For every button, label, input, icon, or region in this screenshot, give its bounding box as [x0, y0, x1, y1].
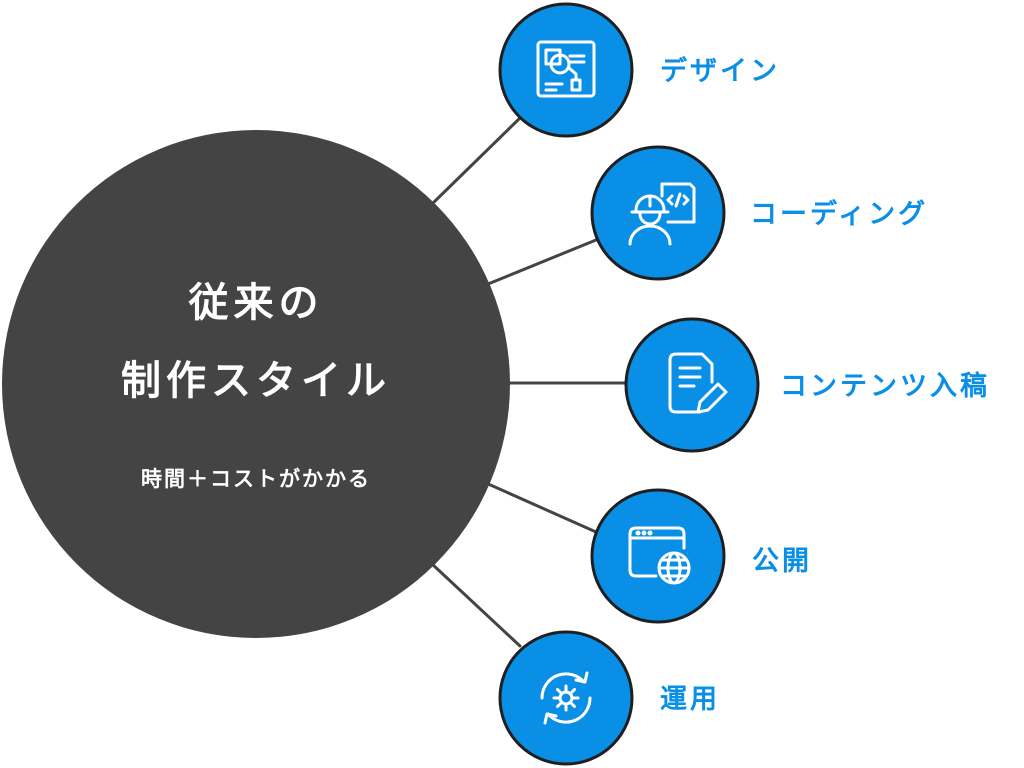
step-coding: コーディング	[590, 145, 928, 281]
maintenance-cycle-icon	[540, 671, 592, 725]
step-publish-label: 公開	[752, 546, 812, 577]
step-design: デザイン	[498, 2, 780, 138]
connector-lines	[430, 116, 630, 648]
browser-globe-icon	[628, 526, 691, 585]
step-coding-label: コーディング	[750, 198, 928, 230]
step-publish: 公開	[590, 488, 812, 624]
developer-code-icon	[628, 182, 696, 246]
center-node: 従来の 制作スタイル 時間＋コストがかかる	[2, 130, 510, 638]
step-publish-circle	[590, 488, 726, 624]
connector-design	[430, 116, 522, 206]
center-title-line2: 制作スタイル	[121, 358, 391, 404]
center-subtitle: 時間＋コストがかかる	[141, 467, 371, 491]
step-content-label: コンテンツ入稿	[780, 370, 990, 402]
step-operation: 運用	[498, 630, 720, 766]
step-content: コンテンツ入稿	[624, 317, 990, 453]
center-circle	[2, 130, 510, 638]
connector-publish	[484, 481, 598, 534]
step-operation-label: 運用	[660, 684, 720, 715]
center-title-line1: 従来の	[188, 280, 324, 326]
connector-operation	[430, 562, 522, 648]
connector-coding	[486, 238, 598, 286]
document-edit-icon	[668, 352, 728, 414]
design-layout-icon	[536, 40, 596, 98]
step-operation-circle	[498, 630, 634, 766]
step-design-label: デザイン	[660, 55, 780, 87]
